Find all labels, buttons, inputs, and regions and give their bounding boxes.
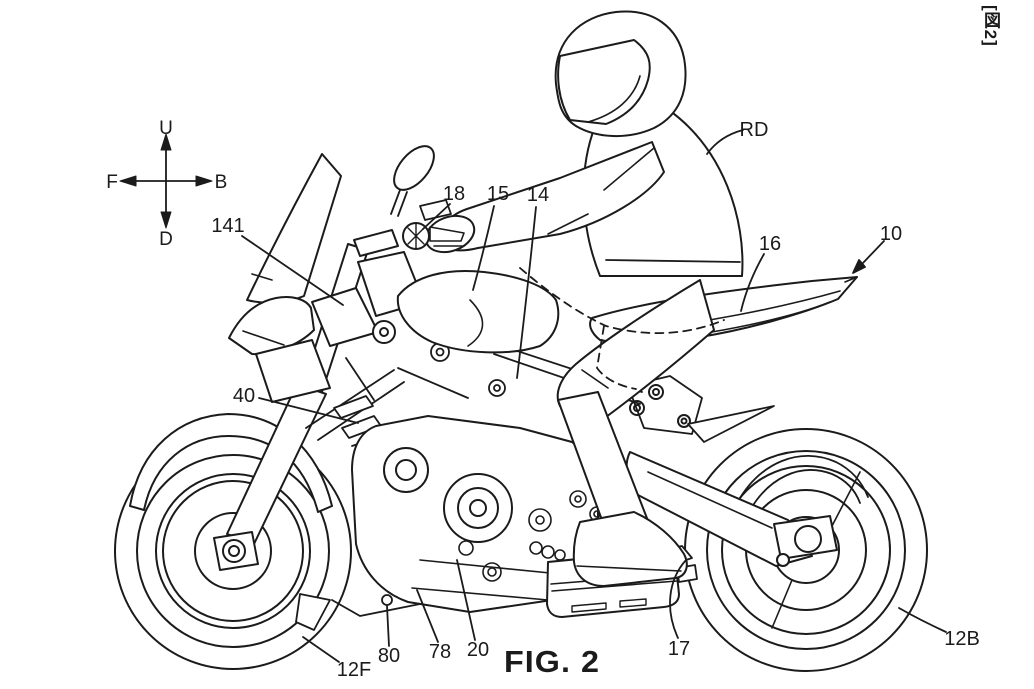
compass-front: F bbox=[106, 172, 118, 193]
direction-compass: U D F B bbox=[106, 118, 227, 250]
label-14: 14 bbox=[527, 184, 549, 206]
label-12b: 12B bbox=[944, 628, 980, 650]
label-rd: RD bbox=[740, 119, 769, 141]
front-wheel bbox=[114, 432, 352, 670]
leader-78 bbox=[416, 589, 439, 643]
sheet-number-tag: [図2] bbox=[981, 5, 1000, 47]
rear-hugger bbox=[736, 454, 869, 513]
leader-18 bbox=[422, 203, 451, 230]
label-18: 18 bbox=[443, 183, 465, 205]
arrow-back-icon bbox=[195, 175, 213, 187]
leader-14 bbox=[516, 206, 537, 379]
leader-lines bbox=[241, 129, 947, 663]
leader-80 bbox=[386, 605, 390, 647]
label-17: 17 bbox=[668, 638, 690, 660]
label-10: 10 bbox=[880, 223, 902, 245]
clutch-cover bbox=[443, 473, 513, 543]
compass-up: U bbox=[159, 118, 173, 139]
mirror bbox=[393, 145, 435, 191]
rider-helmet bbox=[554, 10, 687, 137]
leader-141 bbox=[241, 235, 344, 306]
label-80: 80 bbox=[378, 645, 400, 667]
label-15: 15 bbox=[487, 183, 509, 205]
fuel-tank bbox=[396, 270, 560, 354]
leader-40 bbox=[258, 397, 359, 424]
compass-down: D bbox=[159, 229, 173, 250]
front-cowl bbox=[228, 145, 452, 403]
hidden-seat-dashed-line bbox=[519, 267, 725, 390]
frame-and-radiator bbox=[305, 342, 506, 461]
leader-12b bbox=[898, 607, 947, 633]
label-40: 40 bbox=[233, 385, 255, 407]
label-141: 141 bbox=[211, 215, 244, 237]
label-16: 16 bbox=[759, 233, 781, 255]
leader-17 bbox=[669, 559, 687, 639]
leader-15 bbox=[472, 205, 495, 291]
top-clamp bbox=[353, 229, 399, 257]
leader-16 bbox=[740, 253, 765, 312]
label-20: 20 bbox=[467, 639, 489, 661]
rider bbox=[402, 10, 744, 587]
rider-boot bbox=[572, 511, 688, 587]
helmet-visor bbox=[557, 39, 651, 125]
leader-rd bbox=[706, 129, 744, 155]
windscreen bbox=[246, 153, 342, 304]
rider-thigh bbox=[556, 279, 715, 421]
leader-12f bbox=[302, 636, 340, 663]
arrow-down-icon bbox=[160, 211, 172, 229]
label-78: 78 bbox=[429, 641, 451, 663]
label-12f: 12F bbox=[337, 659, 371, 681]
compass-back: B bbox=[215, 172, 228, 193]
arrow-front-icon bbox=[119, 175, 137, 187]
figure-caption: FIG. 2 bbox=[504, 644, 600, 679]
swingarm bbox=[625, 451, 838, 567]
leader-20 bbox=[456, 559, 476, 641]
engine bbox=[295, 415, 605, 631]
reference-labels: 141 18 15 14 RD 16 10 40 80 78 20 17 12F… bbox=[211, 119, 979, 681]
leader-10 bbox=[852, 240, 885, 274]
arrow-up-icon bbox=[160, 133, 172, 151]
master-cylinder bbox=[419, 199, 452, 221]
